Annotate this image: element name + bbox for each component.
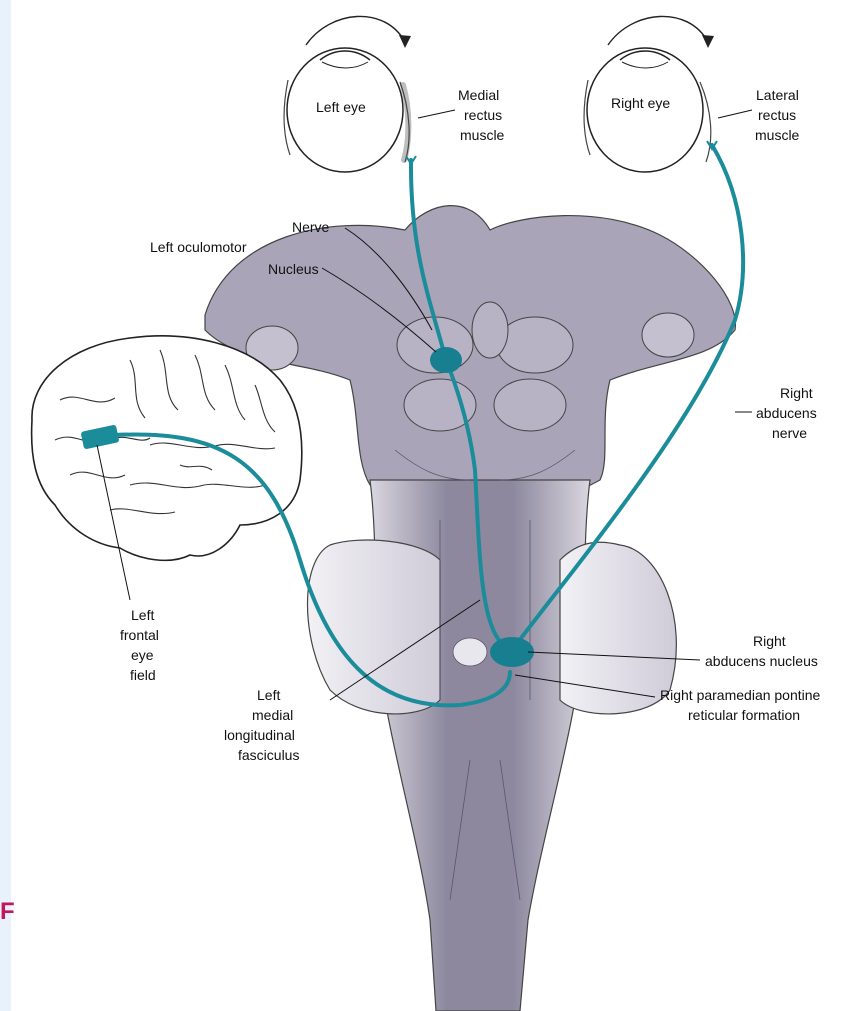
right-arrow-head [702, 35, 714, 48]
label-nerve: Nerve [292, 219, 330, 235]
brainstem [205, 206, 735, 1011]
left-eye-rotation-arrow [306, 16, 405, 45]
label-right-abducens-nerve-1: Right [780, 385, 813, 401]
label-right-eye: Right eye [611, 95, 670, 111]
right-abducens-nucleus [490, 637, 534, 667]
label-medial-rectus-2: rectus [464, 107, 502, 123]
label-left-fef-2: frontal [120, 627, 159, 643]
label-right-abducens-nucleus-1: Right [753, 633, 786, 649]
label-left-fef-1: Left [131, 607, 154, 623]
label-left-mlf-4: fasciculus [238, 747, 299, 763]
label-medial-rectus-1: Medial [458, 87, 499, 103]
label-lateral-rectus-3: muscle [755, 127, 800, 143]
label-left-oculomotor: Left oculomotor [150, 239, 247, 255]
label-nucleus: Nucleus [268, 261, 319, 277]
label-right-pprf-1: Right paramedian pontine [660, 687, 821, 703]
label-medial-rectus-3: muscle [460, 127, 505, 143]
label-lateral-rectus-1: Lateral [756, 87, 799, 103]
label-left-eye: Left eye [316, 99, 366, 115]
label-left-fef-3: eye [131, 647, 154, 663]
label-left-mlf-2: medial [252, 707, 293, 723]
page-letter-fragment: F [0, 898, 15, 926]
label-left-mlf-1: Left [257, 687, 280, 703]
label-right-abducens-nerve-3: nerve [772, 425, 807, 441]
label-right-pprf-2: reticular formation [688, 707, 800, 723]
label-left-mlf-3: longitudinal [224, 727, 295, 743]
cerebral-hemisphere [32, 336, 302, 560]
label-lateral-rectus-2: rectus [758, 107, 796, 123]
label-right-abducens-nucleus-2: abducens nucleus [705, 653, 818, 669]
label-left-fef-4: field [130, 667, 156, 683]
left-arrow-head [399, 35, 411, 48]
right-eye-rotation-arrow [608, 16, 708, 45]
label-right-abducens-nerve-2: abducens [756, 405, 817, 421]
